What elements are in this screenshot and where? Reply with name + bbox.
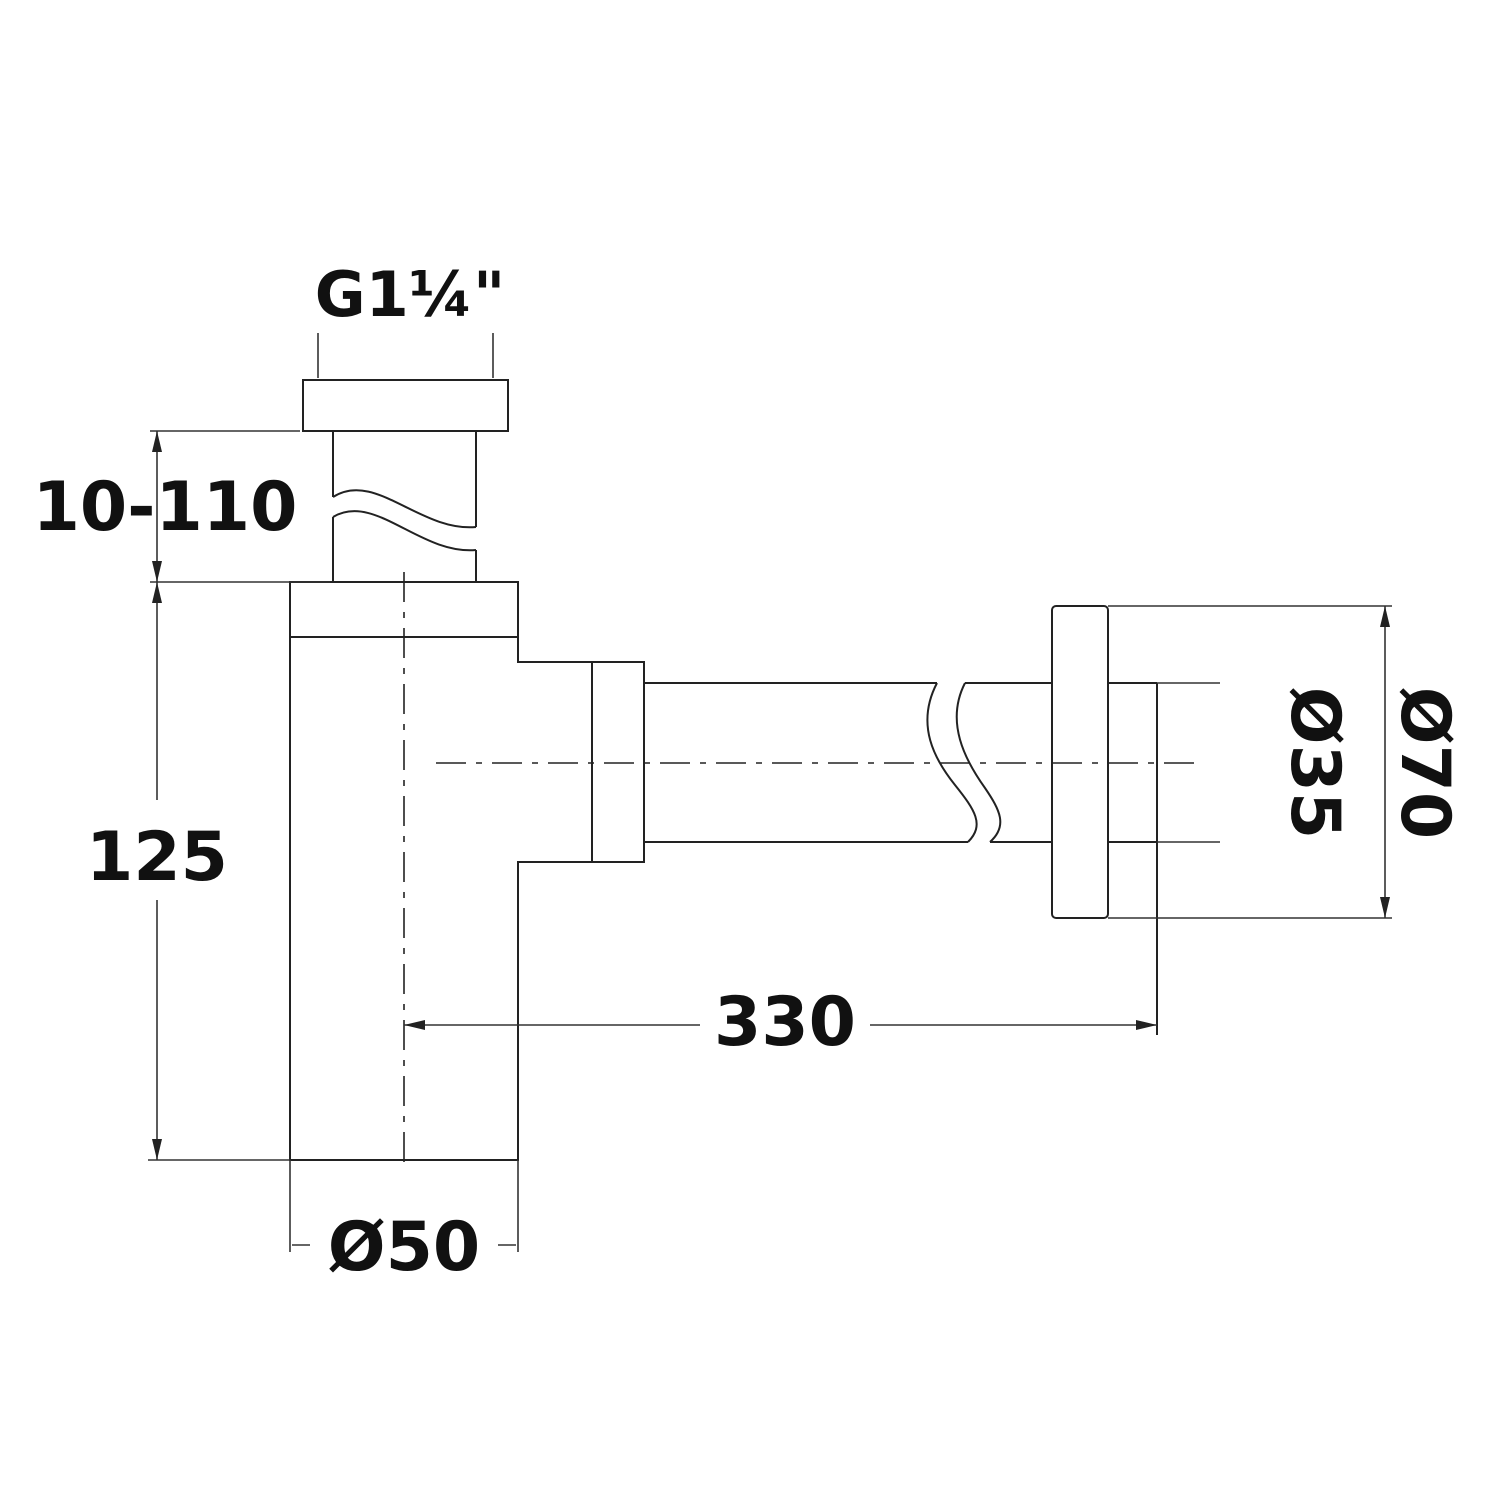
pipe-diameter-dimension-lines: [1157, 682, 1220, 843]
wall-rosette: [1051, 605, 1158, 1035]
height-adjust-dimension-lines: [150, 430, 330, 583]
pipe-connector: [591, 661, 645, 863]
thread-size-label: G1¼": [315, 258, 506, 331]
body-height-dimension-lines: [148, 582, 290, 1161]
projection-dimension-lines: [404, 1020, 1157, 1030]
height-adjust-label: 10-110: [33, 468, 298, 547]
rosette-diameter-dimension-lines: [1108, 605, 1392, 919]
projection-label: 330: [714, 983, 856, 1062]
body-diameter-label: Ø50: [328, 1208, 480, 1287]
bottle-body: [289, 581, 593, 1161]
pipe-diameter-label: Ø35: [1275, 687, 1354, 839]
horizontal-pipe: [644, 682, 1052, 843]
body-height-label: 125: [86, 818, 228, 897]
tail-pipe: [332, 431, 477, 582]
body-diameter-dimension-lines: [289, 1160, 519, 1252]
top-nut: [302, 379, 509, 432]
rosette-diameter-label: Ø70: [1385, 687, 1464, 839]
